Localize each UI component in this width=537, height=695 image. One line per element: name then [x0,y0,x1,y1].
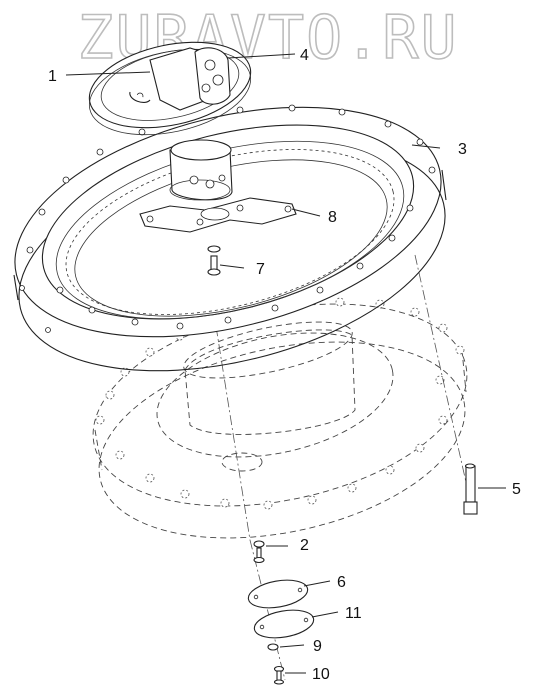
callout-3: 3 [458,141,467,158]
callout-4: 4 [300,47,309,64]
callout-6: 6 [337,574,346,591]
washer-9 [267,643,279,651]
callout-2: 2 [300,537,309,554]
callout-11: 11 [345,605,362,622]
bolt-10 [273,665,285,685]
slewing-ring-gear [13,104,447,372]
gasket-11 [253,609,315,639]
leader-lines [65,53,506,674]
callout-1: 1 [48,68,57,85]
cover-plate-6 [247,579,309,609]
rotary-shaft [169,139,233,201]
callout-5: 5 [512,481,521,498]
callout-10: 10 [312,666,330,683]
mounting-plate [139,197,297,233]
bolt-2 [253,540,265,564]
bolt-7 [207,245,221,276]
callout-labels: 1 2 3 4 5 6 7 8 9 10 11 [48,47,521,683]
callout-7: 7 [256,261,265,278]
top-flange-disc [88,41,252,136]
bolt-5 [463,463,478,515]
callout-9: 9 [313,638,322,655]
callout-8: 8 [328,209,337,226]
